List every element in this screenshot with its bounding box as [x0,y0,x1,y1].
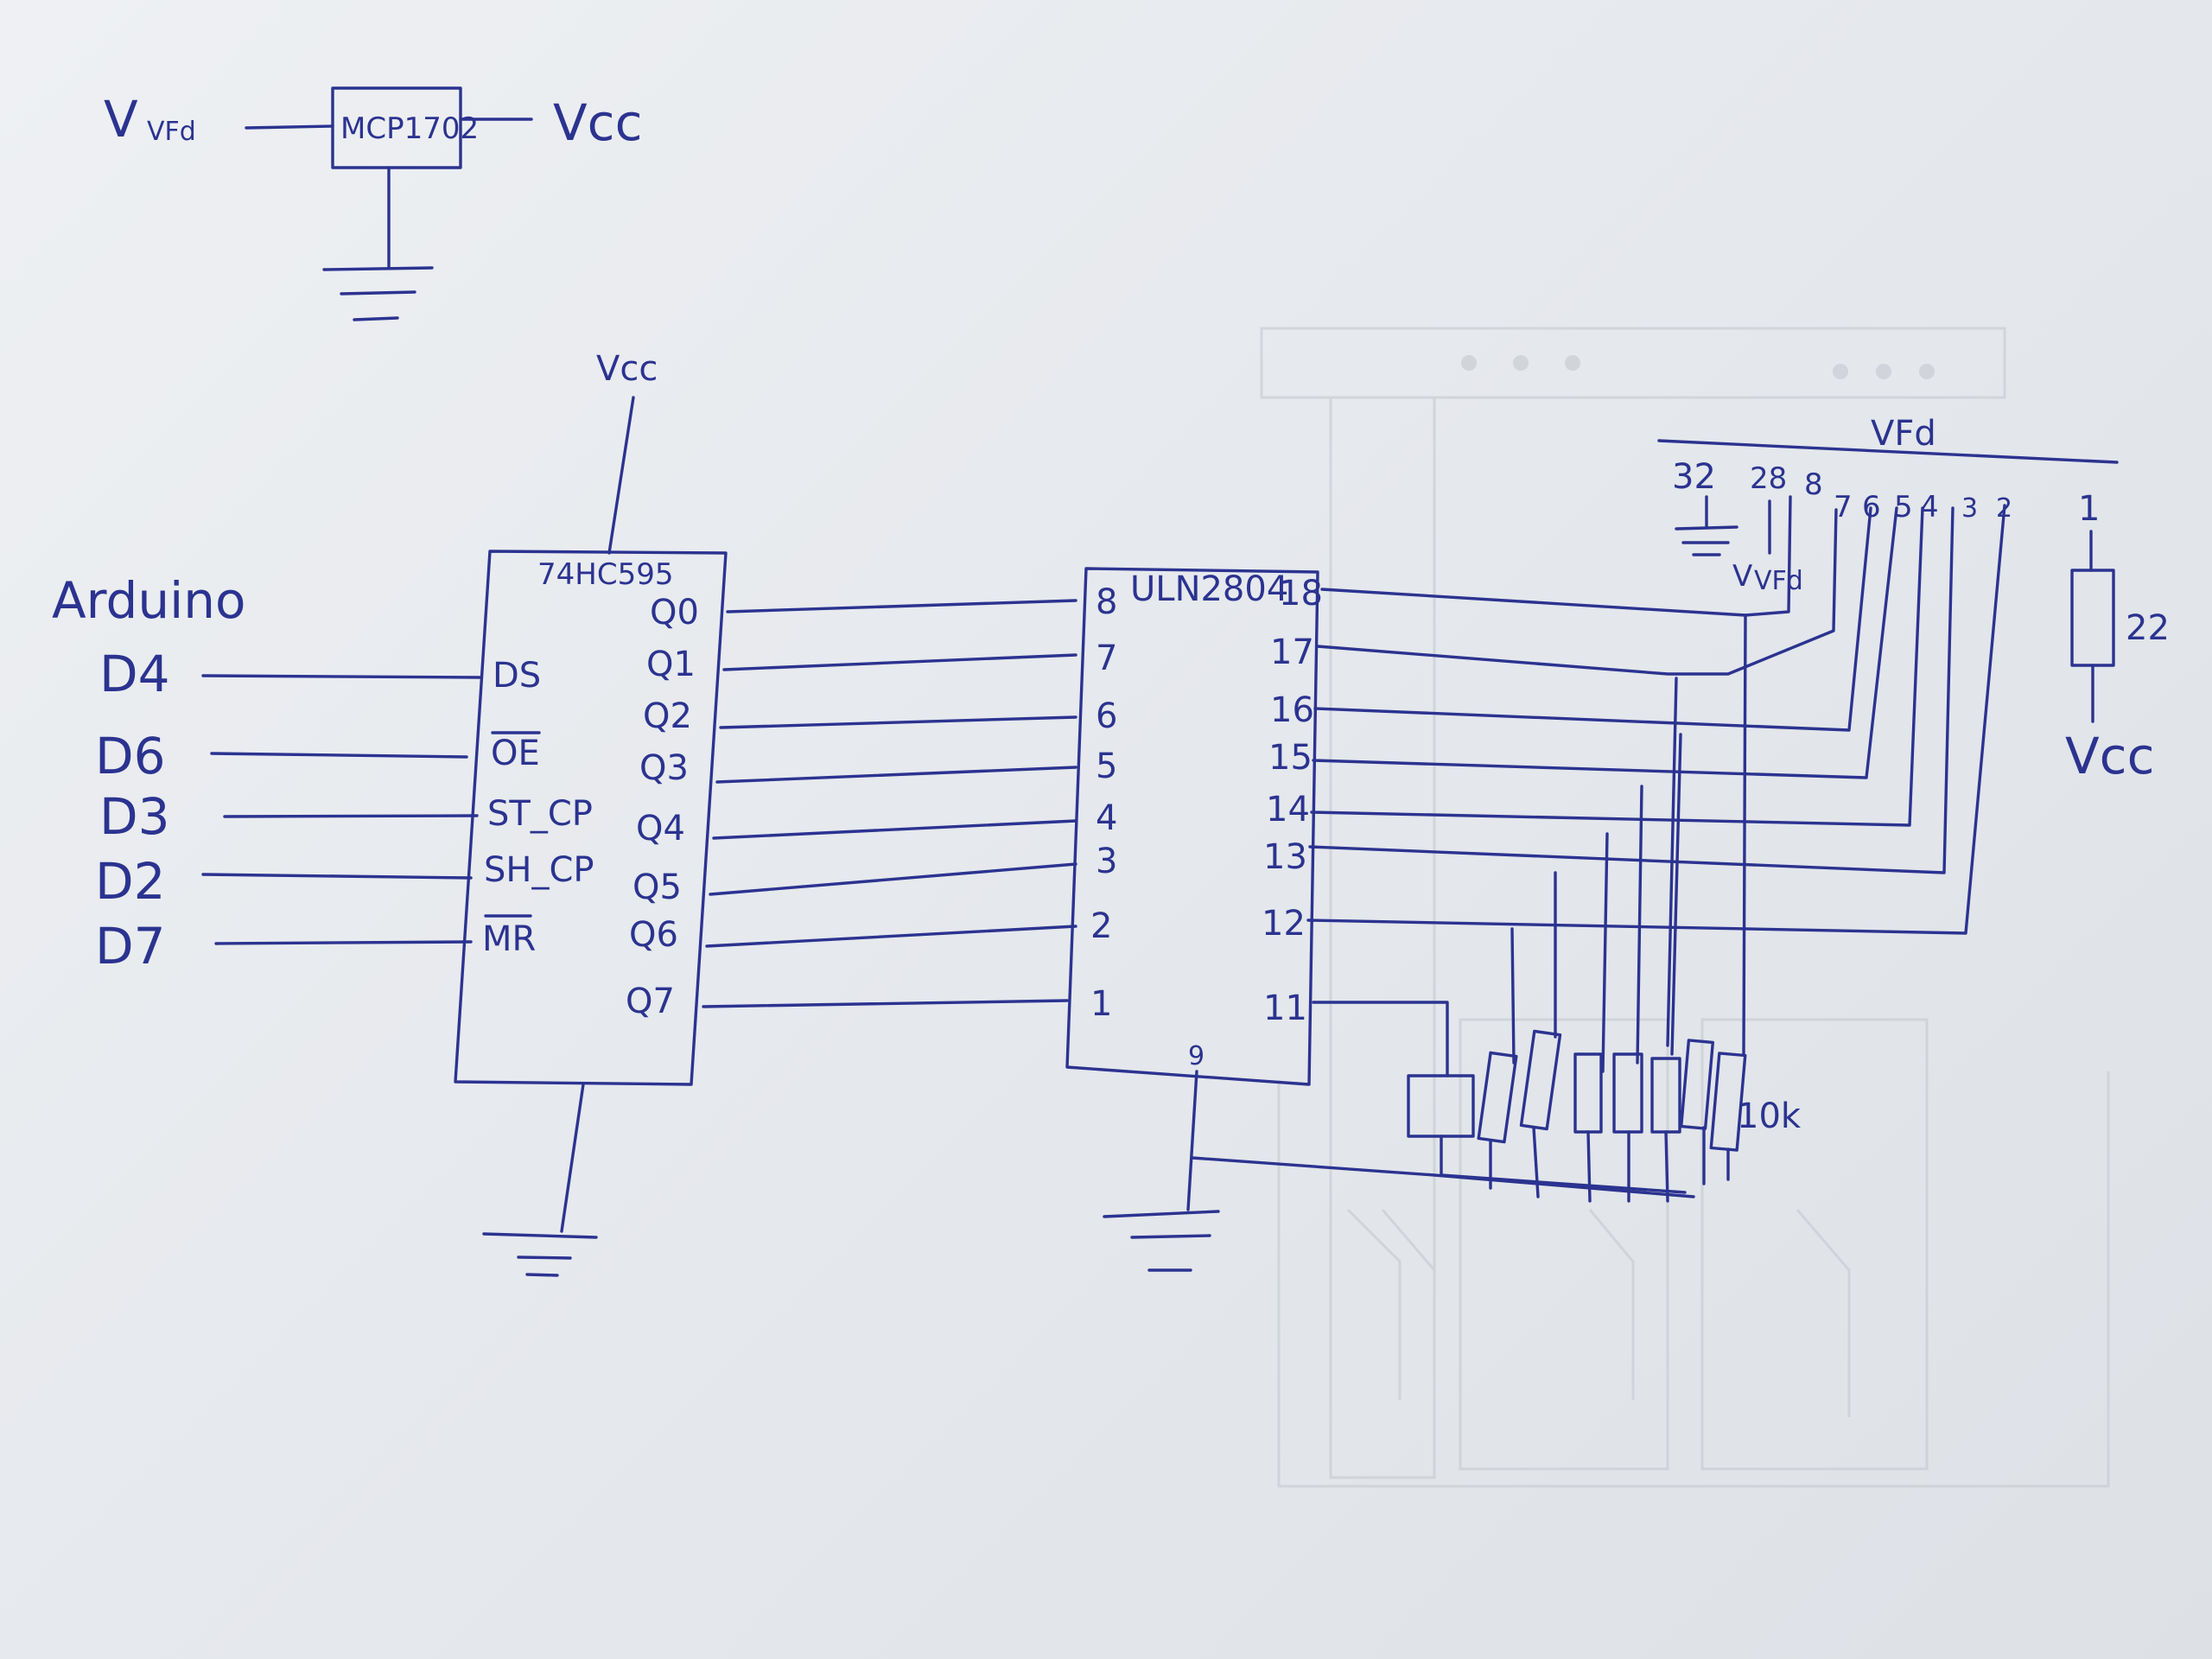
sr-pin-q5: Q5 [632,868,682,907]
vfd-supply-subscript: VFd [1754,566,1803,596]
pullup-value-label: 10k [1737,1096,1802,1136]
resistor-r7 [1679,1039,1715,1130]
uln-out-14: 14 [1266,790,1310,830]
sr-pin-q3: Q3 [639,748,689,788]
resistor-r6 [1650,1057,1681,1134]
series-resistor-vcc: Vcc [2065,727,2154,785]
uln-out-17: 17 [1270,632,1314,672]
ground-symbol-driver [1103,1210,1220,1272]
74hc595-label: 74HC595 [537,557,673,592]
sr-pin-stcp: ST_CP [487,794,593,834]
vfd-pin-1: 1 [2078,489,2100,529]
arduino-block: Arduino D4 D6 D3 D2 D7 [52,571,481,976]
vfd-pin-7: 7 [1834,490,1853,524]
vfd-block: VFd 32 28 8 7 6 5 4 3 2 1 V VFd 22 Vcc [1657,414,2170,785]
uln-in-1: 1 [1090,984,1112,1024]
vfd-pin-5: 5 [1894,490,1913,524]
vfd-supply-label: V [1732,559,1752,594]
series-resistor [2070,569,2115,667]
resistor-r1 [1407,1074,1475,1138]
uln-in-2: 2 [1090,906,1112,946]
sr-pin-q2: Q2 [643,696,692,736]
74hc595-chip [454,550,728,1086]
vfd-drive-wires [1306,495,2006,935]
shift-register-block: Vcc 74HC595 DS OE ST_CP SH_CP MR Q0 Q1 Q… [454,349,728,1277]
uln-in-4: 4 [1096,798,1117,838]
vvfd-subscript: VFd [147,117,196,147]
mcp1702-chip [331,86,462,169]
ground-symbol-regulator [322,266,434,321]
arduino-pin-d6: D6 [95,727,166,785]
sr-pin-ds: DS [493,656,541,696]
sr-pin-q1: Q1 [646,645,696,684]
sr-pin-q0: Q0 [650,593,699,632]
series-resistor-value: 22 [2126,608,2170,648]
resistor-r8 [1709,1052,1747,1152]
uln2804-label: ULN2804 [1130,569,1288,609]
uln-in-8: 8 [1096,582,1117,622]
vfd-title: VFd [1871,414,1936,454]
uln-out-13: 13 [1263,837,1307,877]
arduino-pin-d3: D3 [99,787,170,846]
regulator-block: V VFd MCP1702 Vcc [104,86,642,321]
resistor-r5 [1612,1052,1643,1134]
pullup-resistor-network: 10k [1191,1029,1802,1203]
ground-symbol-vfd [1675,525,1738,556]
uln-out-12: 12 [1262,904,1306,944]
vfd-pin-28: 28 [1750,461,1787,496]
uln-out-18: 18 [1279,574,1323,613]
driver-block: ULN2804 8 7 6 5 4 3 2 1 18 17 16 15 14 1… [1065,567,1323,1272]
uln-out-16: 16 [1270,690,1314,730]
sr-pin-q4: Q4 [636,809,685,849]
uln-in-3: 3 [1096,842,1117,881]
resistor-r2 [1477,1051,1518,1144]
vfd-pin-6: 6 [1862,490,1881,524]
pullup-taps [1312,613,1747,1077]
vfd-pin-2: 2 [1996,493,2012,524]
vfd-pin-3: 3 [1961,493,1978,524]
data-bus-wires [702,599,1077,1008]
vfd-pin-32: 32 [1672,457,1716,497]
uln-out-11: 11 [1263,988,1307,1028]
uln-gnd-pin: 9 [1188,1041,1205,1071]
arduino-pin-d4: D4 [99,645,170,703]
vvfd-label: V [104,90,138,149]
vfd-header-line [1657,439,2119,464]
sr-vcc-label: Vcc [596,349,658,389]
regulator-vcc-label: Vcc [553,93,642,152]
pcb-ghost-background [1260,327,2110,1488]
arduino-pin-d7: D7 [95,917,166,976]
arduino-title: Arduino [52,571,245,630]
uln-out-15: 15 [1268,738,1313,778]
sr-pin-mr: MR [482,919,536,959]
ground-symbol-shift-register [482,1232,598,1277]
resistor-r4 [1573,1052,1603,1134]
mcp1702-label: MCP1702 [340,111,479,146]
sr-pin-shcp: SH_CP [484,850,594,890]
vfd-pin-8: 8 [1804,467,1823,502]
uln2804-chip [1065,567,1319,1086]
uln-in-5: 5 [1096,747,1117,786]
arduino-pin-d2: D2 [95,852,166,911]
sr-pin-q6: Q6 [629,915,678,955]
uln-in-6: 6 [1096,696,1117,736]
resistor-r3 [1519,1029,1562,1131]
vfd-pin-4: 4 [1920,490,1939,524]
uln-in-7: 7 [1096,639,1117,678]
sr-pin-q7: Q7 [626,982,675,1021]
sr-pin-oe: OE [491,734,540,773]
